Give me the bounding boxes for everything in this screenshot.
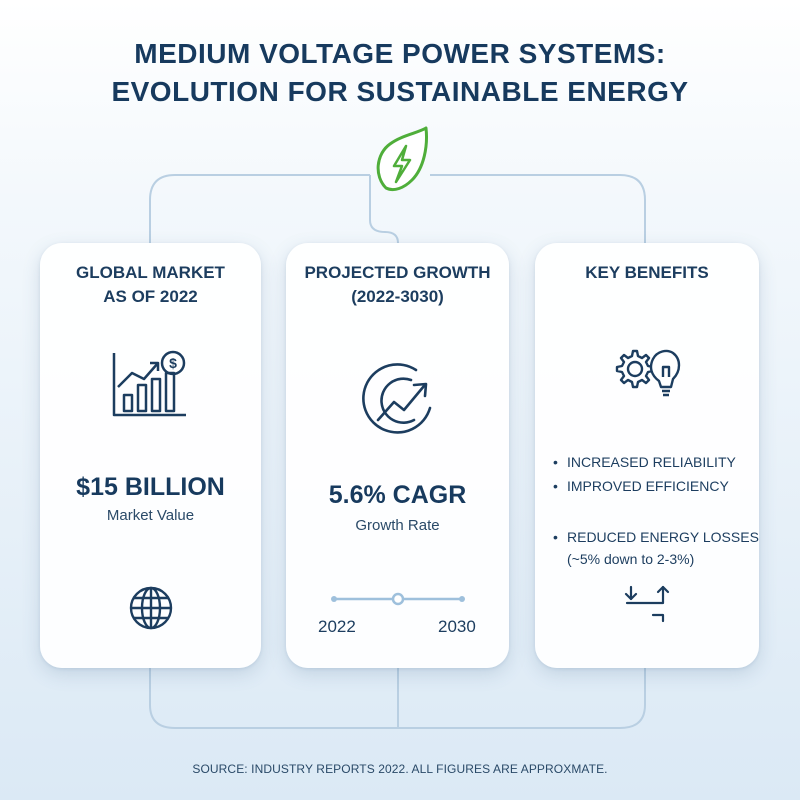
benefit-note: (~5% down to 2-3%) bbox=[567, 551, 695, 567]
page-title-line1: MEDIUM VOLTAGE POWER SYSTEMS: bbox=[134, 38, 666, 69]
growth-value-label: Growth Rate bbox=[355, 517, 440, 534]
bullet: • bbox=[553, 478, 558, 494]
projected-growth-card: PROJECTED GROWTH (2022-3030) 5.6% CAGR G… bbox=[286, 243, 509, 668]
bar-chart-dollar-icon: $ bbox=[112, 350, 186, 417]
timeline-end-year: 2030 bbox=[438, 617, 476, 636]
global-market-card: GLOBAL MARKET AS OF 2022 $ $15 BILLION M… bbox=[40, 243, 261, 668]
benefits-title: KEY BENEFITS bbox=[585, 263, 709, 282]
benefit-text: IMPROVED EFFICIENCY bbox=[567, 478, 729, 494]
growth-title-line2: (2022-3030) bbox=[351, 287, 444, 306]
timeline-slider bbox=[331, 592, 465, 606]
key-benefits-card: KEY BENEFITS • INCREASED RELIABILITY • IMP… bbox=[535, 243, 759, 668]
market-value-label: Market Value bbox=[106, 507, 195, 524]
bullet: • bbox=[553, 454, 558, 470]
leaf-lightning-icon bbox=[376, 126, 428, 192]
globe-icon bbox=[129, 586, 173, 630]
growth-title-line1: PROJECTED GROWTH bbox=[304, 263, 491, 282]
gear-lightbulb-icon bbox=[615, 349, 681, 397]
benefit-text: REDUCED ENERGY LOSSES bbox=[567, 529, 759, 545]
benefit-item: • IMPROVED EFFICIENCY bbox=[553, 476, 729, 496]
source-footnote: SOURCE: INDUSTRY REPORTS 2022. ALL FIGUR… bbox=[192, 762, 608, 776]
benefit-item: • INCREASED RELIABILITY bbox=[553, 452, 736, 472]
svg-text:$: $ bbox=[169, 355, 177, 371]
market-title-line1: GLOBAL MARKET bbox=[76, 263, 225, 282]
benefit-item: • REDUCED ENERGY LOSSES bbox=[553, 527, 759, 547]
growth-value: 5.6% CAGR bbox=[328, 481, 467, 509]
timeline-start-year: 2022 bbox=[318, 617, 356, 636]
down-up-arrows-icon bbox=[624, 585, 670, 623]
page-title-line2: EVOLUTION FOR SUSTAINABLE ENERGY bbox=[111, 76, 689, 107]
market-value: $15 BILLION bbox=[76, 473, 225, 501]
benefit-text: INCREASED RELIABILITY bbox=[567, 454, 736, 470]
market-title-line2: AS OF 2022 bbox=[103, 287, 198, 306]
circular-growth-arrow-icon bbox=[362, 363, 432, 434]
bullet: • bbox=[553, 529, 558, 545]
